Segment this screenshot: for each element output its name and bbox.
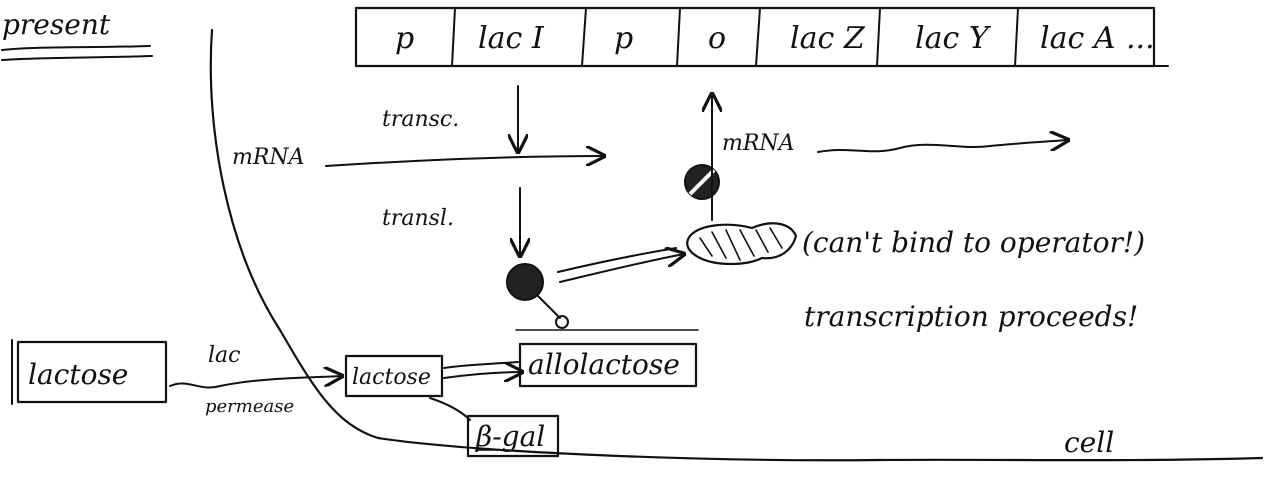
operon-strip	[354, 6, 1169, 68]
label-cant-bind: (can't bind to operator!)	[802, 226, 1145, 259]
beta-gal-label: β-gal	[475, 420, 545, 453]
heading-present: present	[2, 8, 111, 41]
conversion-arrow-b	[443, 372, 522, 378]
allolactose-label: allolactose	[528, 348, 680, 381]
operon-ellipsis: ...	[1126, 21, 1155, 56]
gene-operator: o	[708, 21, 726, 56]
lactose-inside-box	[344, 354, 444, 398]
beta-gal-box	[466, 414, 560, 458]
label-permease: permease	[205, 396, 294, 417]
label-cell: cell	[1064, 426, 1114, 459]
heading-underline-2	[1, 55, 153, 61]
mrna-right-arrow	[817, 140, 1068, 153]
label-mrna-right: mRNA	[722, 131, 795, 156]
repressor-protein	[506, 263, 569, 329]
label-transcription-proceeds: transcription proceeds!	[804, 300, 1138, 333]
gene-promoter-1: p	[395, 21, 414, 56]
permease-arrow	[169, 376, 342, 389]
inactive-repressor	[686, 222, 798, 266]
cell-membrane	[209, 28, 1264, 462]
rna-polymerase	[684, 164, 720, 200]
beta-gal-link	[429, 397, 471, 421]
conversion-arrow-a	[443, 361, 519, 369]
label-transc: transc.	[382, 107, 459, 132]
mrna-left-arrow	[325, 156, 604, 167]
gene-laca: lac A	[1040, 21, 1115, 56]
conformation-arrow-a	[557, 247, 677, 273]
label-lac: lac	[208, 343, 240, 368]
lactose-outside-box	[16, 340, 168, 404]
gene-promoter-2: p	[614, 21, 633, 56]
gene-laci: lac I	[478, 21, 545, 56]
gene-lacy: lac Y	[915, 21, 992, 56]
allolactose-box	[518, 342, 698, 388]
gene-lacz: lac Z	[790, 21, 866, 56]
lactose-inside-label: lactose	[352, 365, 431, 390]
lactose-outside-label: lactose	[28, 358, 128, 391]
label-mrna-left: mRNA	[232, 145, 305, 170]
label-transl: transl.	[382, 206, 454, 231]
heading-underline	[1, 45, 151, 51]
conformation-arrow-b	[559, 254, 684, 283]
